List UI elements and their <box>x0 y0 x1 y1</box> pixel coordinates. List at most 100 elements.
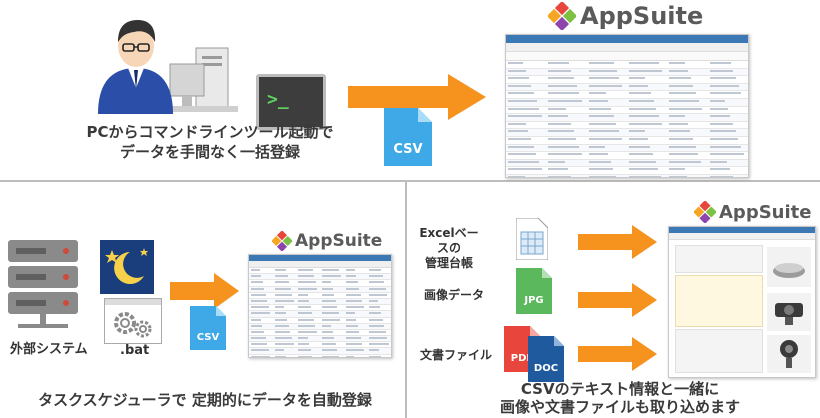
table-cell <box>587 122 627 129</box>
table-cell <box>273 330 297 335</box>
table-cell <box>249 280 273 285</box>
table-cell <box>546 114 586 121</box>
table-row <box>249 355 391 357</box>
bat-window <box>104 298 162 344</box>
table-cell <box>367 293 391 298</box>
table-row <box>249 336 391 343</box>
table-cell <box>344 268 368 273</box>
top-caption: PCからコマンドラインツール起動で データを手間なく一括登録 <box>60 122 360 162</box>
table-cell <box>367 324 391 329</box>
table-cell <box>587 129 627 136</box>
table-cell <box>708 175 748 177</box>
table-cell <box>367 305 391 310</box>
external-system-label: 外部システム <box>10 342 88 357</box>
table-cell <box>546 122 586 129</box>
table-cell <box>506 114 546 121</box>
table-row <box>506 114 748 122</box>
table-cell <box>627 167 667 174</box>
table-cell <box>546 175 586 177</box>
app-toolbar <box>669 233 815 240</box>
table-cell <box>546 76 586 83</box>
pdf-label: PDF <box>510 353 534 364</box>
table-cell <box>344 280 368 285</box>
table-cell <box>344 318 368 323</box>
table-cell <box>587 69 627 76</box>
table-cell <box>627 107 667 114</box>
table-cell <box>506 167 546 174</box>
table-cell <box>587 61 627 68</box>
table-cell <box>506 145 546 152</box>
table-cell <box>506 61 546 68</box>
table-cell <box>506 122 546 129</box>
table-cell <box>296 324 320 329</box>
spreadsheet-icon <box>516 218 548 260</box>
table-cell <box>667 152 707 159</box>
table-cell <box>320 311 344 316</box>
table-cell <box>296 274 320 279</box>
excel-label-line1: Excelベースの <box>419 226 479 255</box>
app-screenshot <box>248 254 392 358</box>
table-cell <box>546 160 586 167</box>
table-row <box>249 311 391 318</box>
table-cell <box>627 76 667 83</box>
table-cell <box>587 76 627 83</box>
table-cell <box>708 99 748 106</box>
table-cell <box>506 69 546 76</box>
server-icon <box>8 240 78 328</box>
table-cell <box>587 91 627 98</box>
app-form-screenshot <box>668 226 816 378</box>
table-cell <box>249 287 273 292</box>
table-cell <box>546 145 586 152</box>
appsuite-logo-text: AppSuite <box>580 2 704 30</box>
table-cell <box>344 287 368 292</box>
appsuite-logo-text: AppSuite <box>719 201 812 223</box>
csv-label: CSV <box>196 332 220 343</box>
doc-file-icon: DOC <box>528 336 564 386</box>
table-cell <box>587 114 627 121</box>
table-cell <box>708 145 748 152</box>
table-cell <box>273 355 297 357</box>
table-cell <box>367 274 391 279</box>
table-cell <box>708 122 748 129</box>
table-cell <box>667 160 707 167</box>
table-cell <box>587 99 627 106</box>
table-row <box>249 305 391 312</box>
table-cell <box>506 129 546 136</box>
table-cell <box>320 342 344 347</box>
app-toolbar <box>249 261 391 268</box>
appsuite-logo: AppSuite <box>272 230 382 252</box>
table-cell <box>273 318 297 323</box>
table-cell <box>320 299 344 304</box>
horizontal-divider <box>0 180 820 182</box>
night-moon-icon <box>100 240 154 294</box>
table-cell <box>249 293 273 298</box>
table-cell <box>667 137 707 144</box>
table-cell <box>587 137 627 144</box>
table-cell <box>249 336 273 341</box>
table-cell <box>708 152 748 159</box>
form-section <box>675 245 763 273</box>
top-caption-line2: データを手間なく一括登録 <box>119 143 300 161</box>
table-cell <box>344 348 368 353</box>
table-cell <box>296 336 320 341</box>
table-cell <box>546 99 586 106</box>
table-row <box>506 174 748 177</box>
table-cell <box>249 348 273 353</box>
bottom-right-caption-line1: CSVのテキスト情報と一緒に <box>520 380 720 398</box>
vertical-divider <box>405 182 407 418</box>
table-cell <box>667 129 707 136</box>
table-cell <box>506 160 546 167</box>
doc-label: DOC <box>533 363 559 374</box>
table-cell <box>320 318 344 323</box>
table-cell <box>627 152 667 159</box>
table-cell <box>249 318 273 323</box>
csv-file-icon: CSV <box>190 306 226 354</box>
table-cell <box>708 137 748 144</box>
bat-label: .bat <box>120 343 150 358</box>
table-row <box>506 107 748 115</box>
table-row <box>249 280 391 287</box>
table-cell <box>708 167 748 174</box>
table-cell <box>344 330 368 335</box>
table-cell <box>627 122 667 129</box>
gear-icon <box>114 312 152 338</box>
